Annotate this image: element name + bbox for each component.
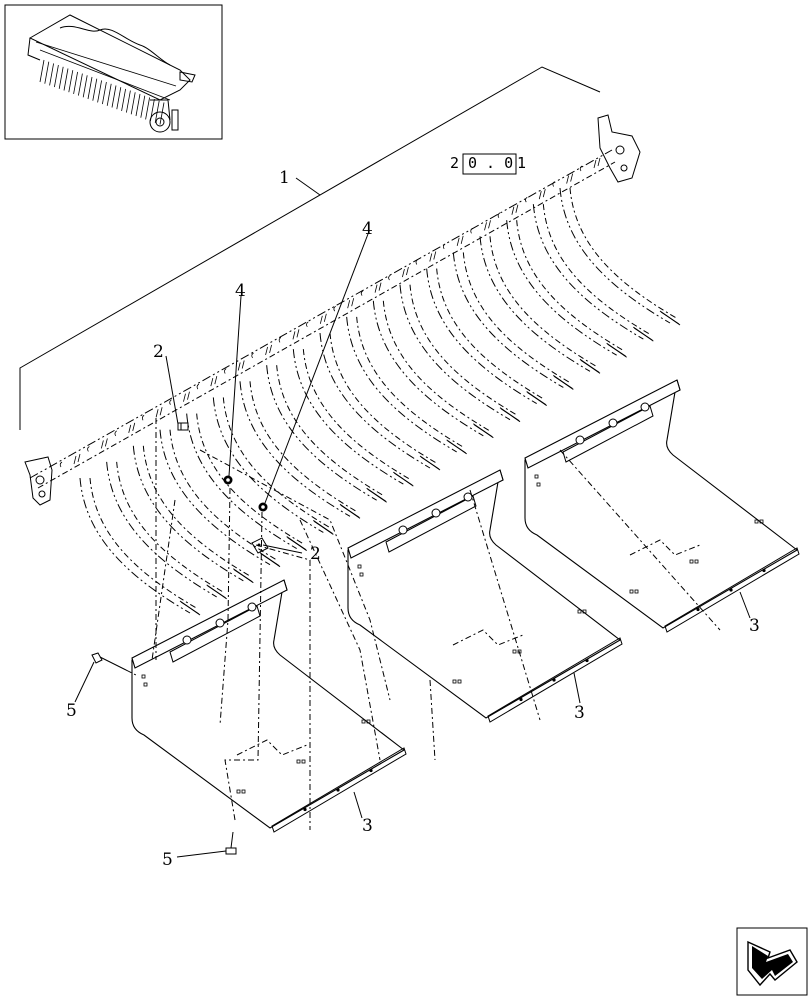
tine: [132, 445, 254, 584]
tine: [452, 252, 574, 390]
machine-thumbnail: [4, 4, 223, 140]
callout-1: 1: [279, 168, 290, 188]
callout-3-left: 3: [362, 816, 373, 836]
tine: [559, 187, 681, 326]
callout-leaders: [74, 233, 751, 858]
tine: [212, 397, 334, 535]
tine: [159, 429, 281, 568]
callout-5-upper: 5: [66, 701, 77, 721]
part-4-nut-right: [258, 502, 268, 512]
tine: [292, 349, 414, 487]
reference-suffix: 1: [517, 154, 526, 172]
pickup-shaft: [24, 114, 641, 506]
tine: [399, 284, 521, 423]
reference-boxed: 0 . 0: [468, 154, 513, 172]
pickup-header-thumbnail-icon: [27, 14, 196, 133]
tine: [532, 204, 654, 342]
tine: [426, 268, 547, 406]
tine: [79, 477, 201, 616]
leader-1: [295, 177, 321, 196]
assembly-guide-lines: [151, 418, 721, 830]
part-4-nut-left: [223, 475, 233, 485]
tine: [372, 300, 494, 439]
part-2-clip-upper: [177, 422, 189, 431]
tine: [106, 461, 227, 600]
tine: [479, 236, 601, 374]
assembly-bracket: [19, 66, 601, 430]
stripper-plate-middle: [347, 469, 623, 723]
tine: [186, 413, 307, 551]
tine: [266, 365, 387, 503]
tine: [346, 316, 467, 455]
callout-3-middle: 3: [574, 703, 585, 723]
tine-array: [79, 187, 681, 616]
callout-labels: 1 2 2 3 3 3 4 4 5 5: [66, 168, 760, 870]
callout-4-left: 4: [235, 281, 246, 301]
stripper-plate-left: [131, 579, 407, 833]
tine: [506, 220, 627, 358]
callout-2-lower: 2: [310, 544, 321, 564]
callout-4-right: 4: [362, 219, 373, 239]
part-5-bolt-lower: [225, 831, 237, 855]
page-reference: 2 0 . 0 1: [450, 153, 526, 175]
callout-2-upper: 2: [153, 342, 164, 362]
reference-prefix: 2: [450, 154, 459, 172]
next-page-arrow-icon[interactable]: [736, 927, 808, 996]
tine: [319, 332, 441, 471]
tine: [239, 381, 361, 519]
stripper-plate-right: [524, 379, 800, 633]
callout-5-lower: 5: [162, 850, 173, 870]
callout-3-right: 3: [749, 616, 760, 636]
part-5-bolt-upper: [91, 652, 139, 677]
